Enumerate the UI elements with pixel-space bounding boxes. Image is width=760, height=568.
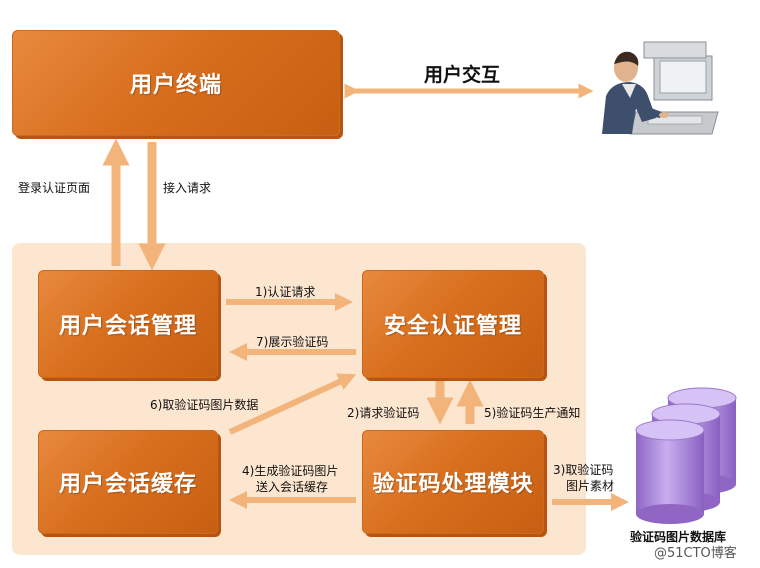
- session-management-label: 用户会话管理: [58, 314, 197, 339]
- watermark: @51CTO博客: [654, 546, 737, 561]
- database-label: 验证码图片数据库: [630, 530, 727, 544]
- edge-1-label: 1)认证请求: [255, 285, 316, 299]
- access-request-label: 接入请求: [163, 181, 212, 195]
- edge-3-label-line2: 图片素材: [566, 479, 615, 493]
- security-auth-label: 安全认证管理: [383, 314, 522, 339]
- edge-6-arrow: [228, 373, 357, 435]
- session-management-box: 用户会话管理: [38, 270, 218, 378]
- session-cache-label: 用户会话缓存: [58, 472, 197, 497]
- database-cylinders-icon: [635, 387, 737, 524]
- captcha-module-label: 验证码处理模块: [372, 472, 534, 497]
- captcha-module-box: 验证码处理模块: [362, 430, 544, 534]
- security-auth-box: 安全认证管理: [362, 270, 544, 378]
- edge-4-label-line1: 4)生成验证码图片: [242, 464, 339, 478]
- edge-5-label: 5)验证码生产通知: [484, 406, 581, 420]
- edge-6-label: 6)取验证码图片数据: [150, 398, 259, 412]
- session-cache-box: 用户会话缓存: [38, 430, 218, 534]
- edge-4-label-line2: 送入会话缓存: [256, 480, 329, 494]
- user-at-computer-icon: [602, 41, 719, 135]
- interaction-label: 用户交互: [424, 64, 501, 86]
- edge-2-label: 2)请求验证码: [347, 406, 420, 420]
- edge-7-label: 7)展示验证码: [256, 335, 329, 349]
- login-page-label: 登录认证页面: [18, 181, 91, 195]
- edge-3-label-line1: 3)取验证码: [553, 463, 614, 477]
- user-terminal-label: 用户终端: [129, 73, 222, 98]
- user-terminal-box: 用户终端: [12, 30, 340, 136]
